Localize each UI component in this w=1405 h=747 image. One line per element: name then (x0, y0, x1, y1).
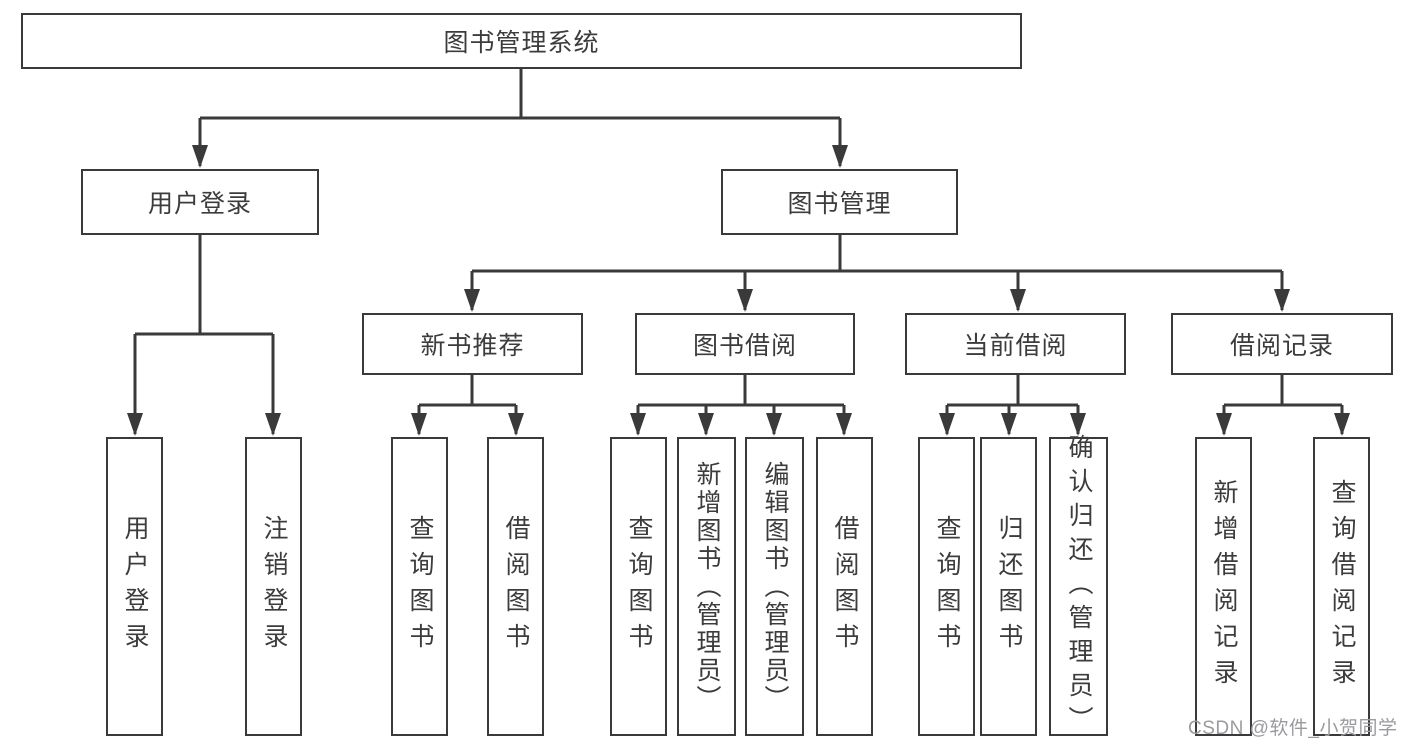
leaf-current-return-book-label: 归还图书 (995, 514, 1023, 659)
leaf-record-query-record-label: 查询借阅记录 (1328, 478, 1356, 695)
node-user-login: 用户登录 (81, 169, 319, 235)
node-new-book-recommend-label: 新书推荐 (420, 332, 525, 360)
node-book-management: 图书管理 (721, 169, 958, 235)
node-current-borrow: 当前借阅 (905, 313, 1126, 375)
leaf-user-login: 用户登录 (106, 437, 163, 736)
node-borrow-record: 借阅记录 (1171, 313, 1393, 375)
leaf-record-add-record: 新增借阅记录 (1195, 437, 1252, 736)
leaf-borrow-add-book-label: 新增图书（管理员） (693, 460, 721, 713)
watermark: CSDN @软件_小贺同学 (1188, 718, 1398, 739)
leaf-current-query-book-label: 查询图书 (933, 514, 961, 659)
node-new-book-recommend: 新书推荐 (362, 313, 583, 375)
leaf-recommend-borrow-book: 借阅图书 (487, 437, 544, 736)
leaf-record-query-record: 查询借阅记录 (1313, 437, 1370, 736)
node-book-management-label: 图书管理 (787, 190, 892, 218)
node-book-borrow-label: 图书借阅 (692, 332, 797, 360)
leaf-logout-label: 注销登录 (260, 514, 288, 659)
leaf-borrow-add-book: 新增图书（管理员） (677, 437, 736, 736)
leaf-recommend-borrow-book-label: 借阅图书 (502, 514, 530, 659)
leaf-current-confirm-return-label: 确认归还（管理员） (1065, 433, 1093, 740)
leaf-current-return-book: 归还图书 (980, 437, 1037, 736)
leaf-record-add-record-label: 新增借阅记录 (1210, 478, 1238, 695)
node-book-borrow: 图书借阅 (635, 313, 855, 375)
node-user-login-label: 用户登录 (147, 190, 252, 218)
leaf-logout: 注销登录 (245, 437, 302, 736)
leaf-user-login-label: 用户登录 (121, 514, 149, 659)
node-borrow-record-label: 借阅记录 (1229, 332, 1334, 360)
leaf-borrow-borrow-book-label: 借阅图书 (831, 514, 859, 659)
node-current-borrow-label: 当前借阅 (963, 332, 1068, 360)
leaf-borrow-query-book: 查询图书 (610, 437, 667, 736)
leaf-borrow-edit-book: 编辑图书（管理员） (745, 437, 804, 736)
leaf-recommend-query-book: 查询图书 (391, 437, 448, 736)
node-root-label: 图书管理系统 (443, 29, 600, 57)
connector-lines (133, 69, 1344, 434)
arrowheads (127, 145, 1350, 436)
leaf-borrow-query-book-label: 查询图书 (625, 514, 653, 659)
node-root: 图书管理系统 (21, 13, 1022, 69)
leaf-recommend-query-book-label: 查询图书 (406, 514, 434, 659)
leaf-borrow-edit-book-label: 编辑图书（管理员） (761, 460, 789, 713)
leaf-current-query-book: 查询图书 (918, 437, 975, 736)
leaf-current-confirm-return: 确认归还（管理员） (1049, 434, 1108, 740)
leaf-borrow-borrow-book: 借阅图书 (816, 437, 873, 736)
